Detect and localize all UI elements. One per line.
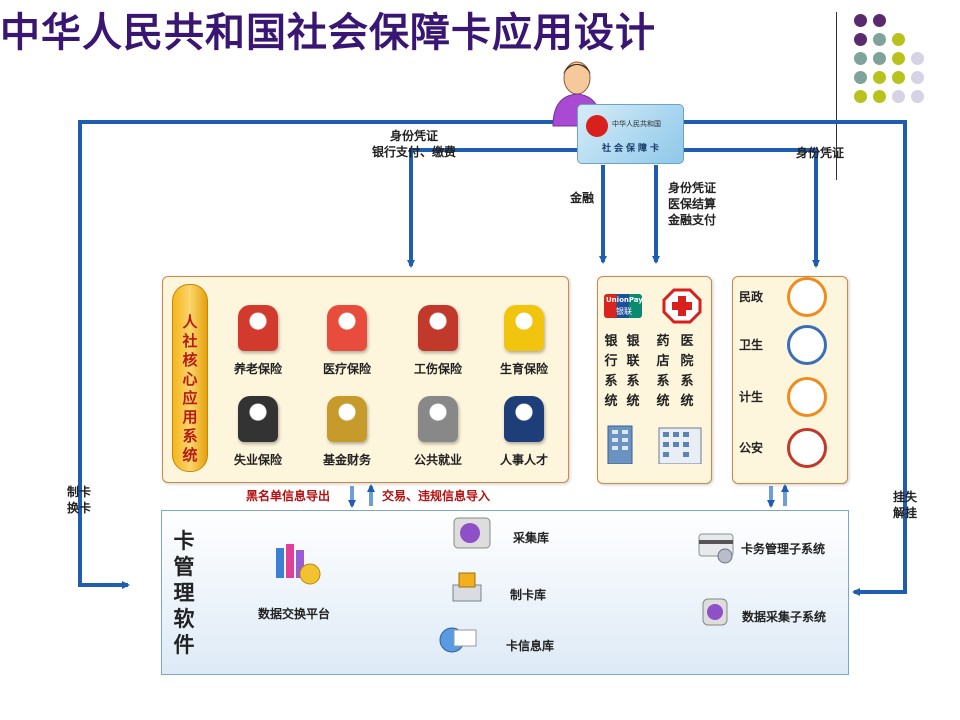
gov-branch-arrow bbox=[676, 148, 820, 268]
decorative-dot bbox=[911, 90, 924, 103]
core-item-label: 生育保险 bbox=[499, 362, 548, 376]
exchange-platform-icon bbox=[276, 544, 321, 585]
building-icon bbox=[607, 425, 633, 464]
card-info-db-icon bbox=[439, 627, 477, 653]
service-subsystem-icon bbox=[698, 533, 734, 564]
collect-subsystem-icon bbox=[702, 598, 728, 626]
decorative-dot bbox=[892, 71, 905, 84]
decorative-dot bbox=[873, 52, 886, 65]
exchange-platform-label: 数据交换平台 bbox=[258, 607, 331, 621]
decorative-dot bbox=[854, 33, 867, 46]
flow-label-right-top: 身份凭证 bbox=[796, 146, 845, 160]
bank-column-label: 医院系统 bbox=[680, 334, 694, 409]
service-subsystem-label: 卡务管理子系统 bbox=[741, 542, 826, 556]
decorative-dot bbox=[854, 90, 867, 103]
core-item-icon bbox=[238, 396, 278, 442]
title-divider-line bbox=[836, 12, 837, 180]
core-item-icon bbox=[327, 396, 367, 442]
info-db-label: 卡信息库 bbox=[506, 639, 555, 653]
card-printer-icon bbox=[452, 572, 482, 602]
decorative-dot bbox=[892, 90, 905, 103]
gov-emblem-icon bbox=[787, 428, 827, 468]
collect-db-label: 采集库 bbox=[513, 531, 550, 545]
card-management-panel bbox=[161, 510, 849, 675]
core-item-icon bbox=[327, 305, 367, 351]
left-loop-arrow bbox=[78, 120, 560, 589]
right-loop-arrow bbox=[680, 120, 907, 596]
export-label: 黑名单信息导出 bbox=[246, 489, 331, 503]
flow-label-left-side: 制卡换卡 bbox=[66, 485, 91, 515]
core-item-icon bbox=[418, 305, 458, 351]
hospital-building-icon bbox=[658, 427, 702, 464]
core-system-label: 人社核心应用系统 bbox=[172, 284, 208, 472]
core-item-label: 基金财务 bbox=[322, 453, 371, 467]
unionpay-logo-icon: UnionPay 银联 bbox=[604, 294, 643, 318]
decorative-dot bbox=[911, 71, 924, 84]
decorative-dot bbox=[873, 71, 886, 84]
decorative-dot bbox=[873, 14, 886, 27]
flow-label-left-top: 身份凭证银行支付、缴费 bbox=[371, 129, 456, 159]
core-branch-arrow bbox=[407, 148, 580, 268]
bank-column-label: 银行系统 bbox=[604, 334, 618, 409]
gov-item-label: 民政 bbox=[739, 290, 764, 304]
card-management-label: 卡管理软件 bbox=[173, 529, 195, 657]
core-item-icon bbox=[418, 396, 458, 442]
red-cross-icon bbox=[662, 288, 702, 324]
decorative-dot bbox=[873, 33, 886, 46]
card-emblem-icon bbox=[586, 115, 608, 137]
decorative-dot-grid bbox=[852, 10, 952, 160]
core-item-label: 人事人才 bbox=[499, 453, 548, 467]
page-title: 中华人民共和国社会保障卡应用设计 bbox=[0, 9, 656, 56]
core-item-label: 公共就业 bbox=[413, 453, 462, 467]
social-security-card: 中华人民共和国 社会保障卡 bbox=[577, 104, 684, 164]
decorative-dot bbox=[892, 33, 905, 46]
gov-item-label: 卫生 bbox=[739, 338, 764, 352]
decorative-dot bbox=[911, 52, 924, 65]
flow-label-middle: 身份凭证医保结算金融支付 bbox=[667, 181, 716, 227]
collect-subsystem-label: 数据采集子系统 bbox=[742, 610, 827, 624]
flow-label-finance: 金融 bbox=[570, 191, 595, 205]
gov-emblem-icon bbox=[787, 377, 827, 417]
card-line1: 中华人民共和国 bbox=[612, 120, 661, 128]
core-item-label: 失业保险 bbox=[233, 453, 282, 467]
decorative-dot bbox=[873, 90, 886, 103]
bank-column-label: 药店系统 bbox=[656, 334, 670, 409]
core-item-icon bbox=[504, 396, 544, 442]
collect-db-icon bbox=[453, 517, 491, 549]
gov-emblem-icon bbox=[787, 325, 827, 365]
card-line2: 社会保障卡 bbox=[602, 144, 663, 154]
core-item-icon bbox=[238, 305, 278, 351]
decorative-dot bbox=[854, 14, 867, 27]
core-item-label: 养老保险 bbox=[233, 362, 282, 376]
make-db-label: 制卡库 bbox=[510, 588, 547, 602]
import-label: 交易、违规信息导入 bbox=[382, 489, 491, 503]
decorative-dot bbox=[892, 52, 905, 65]
core-item-icon bbox=[504, 305, 544, 351]
flow-label-right-side: 挂失解挂 bbox=[892, 490, 917, 520]
decorative-dot bbox=[854, 71, 867, 84]
gov-item-label: 公安 bbox=[739, 441, 764, 455]
gov-emblem-icon bbox=[787, 277, 827, 317]
core-item-label: 医疗保险 bbox=[322, 362, 371, 376]
decorative-dot bbox=[854, 52, 867, 65]
core-item-label: 工伤保险 bbox=[413, 362, 462, 376]
gov-item-label: 计生 bbox=[739, 390, 764, 404]
bank-column-label: 银联系统 bbox=[626, 334, 640, 409]
